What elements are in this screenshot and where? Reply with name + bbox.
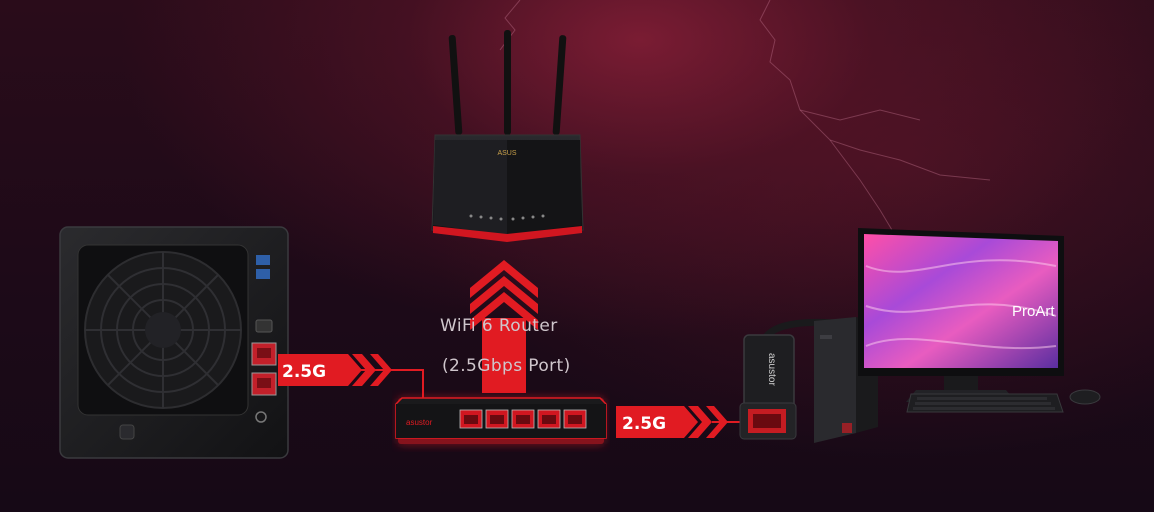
connector-line (407, 369, 424, 406)
link-switch-to-adapter: 2.5G (616, 406, 760, 438)
router-port-label: (2.5Gbps Port) (442, 356, 571, 376)
mouse-icon (1069, 389, 1101, 405)
switch-brand: asustor (406, 418, 433, 427)
network-switch-icon: asustor (395, 397, 607, 444)
speed-label-adapter: 2.5G (622, 414, 666, 434)
monitor: ProArt (856, 226, 1066, 404)
network-switch: asustor (392, 390, 610, 452)
router-label: WiFi 6 Router (440, 316, 558, 336)
nas (58, 225, 290, 460)
link-nas-to-switch: 2.5G (278, 354, 424, 386)
up-arrow-icon (470, 260, 538, 393)
router: ASUS (425, 30, 590, 245)
svg-text:ASUS: ASUS (497, 150, 516, 157)
monitor-brand: ProArt (1012, 303, 1055, 320)
nas-icon (59, 226, 289, 459)
monitor-icon: ProArt (858, 228, 1064, 402)
speed-label-nas: 2.5G (282, 362, 326, 382)
router-icon: ASUS (431, 30, 584, 242)
keyboard-icon (906, 393, 1064, 413)
adapter-brand: asustor (766, 353, 777, 386)
